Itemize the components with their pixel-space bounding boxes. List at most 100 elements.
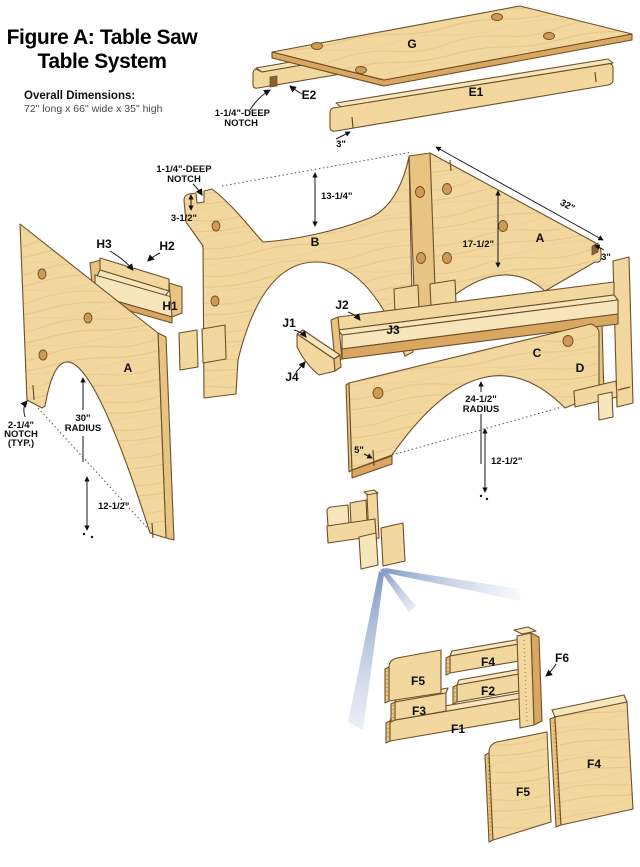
overall-dimensions-value: 72" long x 66" wide x 35" high	[24, 103, 163, 115]
dim-17-5: 17-1/2"	[463, 239, 494, 250]
label-f3: F3	[412, 704, 426, 718]
c-hole	[372, 387, 384, 399]
part-j1-j4	[293, 329, 342, 376]
dim-5: 5"	[354, 445, 364, 456]
ray	[385, 568, 521, 601]
part-f5-loose	[484, 731, 552, 843]
f4-loose-face	[554, 701, 634, 826]
j4-leader-arrow	[295, 361, 306, 373]
figure-title-line2: Table System	[37, 49, 167, 73]
g-face	[271, 5, 633, 81]
label-f2: F2	[481, 684, 495, 698]
mini-plate	[358, 532, 379, 570]
e1-front-face	[329, 63, 614, 132]
mini-plate	[380, 522, 406, 567]
part-f4-loose	[549, 694, 634, 828]
f6-top	[513, 626, 537, 635]
label-j2: J2	[335, 298, 349, 312]
alignment-dotted-line	[221, 151, 413, 187]
b-foot	[178, 329, 199, 371]
label-f5: F5	[411, 674, 425, 688]
a-left-face	[19, 223, 167, 539]
dim-dot	[479, 494, 483, 498]
note-e2-notch-l2: NOTCH	[224, 118, 258, 129]
radius-245-l1: 24-1/2"	[465, 394, 496, 405]
j2-leader-arrow	[347, 311, 361, 321]
dim-12-5-left: 12-1/2"	[98, 501, 129, 512]
e2-leader-arrow	[289, 85, 303, 95]
dim-32: 32"	[558, 197, 577, 214]
g-hole	[543, 32, 555, 40]
dim-3-a-arrow	[594, 244, 605, 251]
part-b-panel	[183, 156, 414, 399]
a-left-hole	[83, 312, 93, 324]
dim-dot	[485, 497, 489, 501]
label-d: D	[576, 361, 585, 375]
j4-front-face	[296, 333, 336, 376]
figure-title-line1: Figure A: Table Saw	[6, 26, 198, 49]
mini-f-assembly	[326, 489, 406, 570]
dim-3-a: 3"	[601, 252, 611, 263]
dim-dot	[82, 532, 86, 536]
rear-post-notch	[617, 386, 631, 391]
c-radius-chord	[391, 406, 563, 456]
part-b-feet	[178, 279, 457, 371]
h3-leader-arrow	[109, 250, 134, 271]
b-face	[183, 156, 414, 399]
dim-5-arrow	[363, 453, 373, 459]
a-right-hole	[442, 252, 452, 264]
label-f1: F1	[451, 722, 465, 736]
c-face	[348, 323, 600, 471]
label-j4: J4	[285, 370, 299, 384]
notch-214-leader	[20, 400, 28, 418]
dim-3-5: 3-1/2"	[171, 213, 197, 224]
a-right-hole	[442, 183, 452, 195]
e1-slot	[594, 71, 597, 83]
dim-13-25: 13-1/4"	[321, 191, 352, 202]
c-bottom-edge	[351, 455, 393, 479]
label-f4-loose: F4	[587, 757, 601, 771]
dim-12-5-right: 12-1/2"	[491, 456, 522, 467]
mini-block	[349, 499, 368, 524]
overall-dimensions-label: Overall Dimensions:	[24, 90, 136, 102]
projection-rays	[348, 568, 521, 730]
e1-3in-arrow	[335, 131, 351, 140]
a-left-hole	[37, 268, 47, 280]
ray	[348, 571, 384, 730]
dim-32-arrow	[435, 146, 604, 241]
e1-slot	[351, 116, 354, 129]
label-f6: F6	[555, 651, 569, 665]
f5-end	[384, 666, 390, 704]
a-left-notch-slit	[151, 522, 154, 539]
c-corner-bracket-tab	[597, 391, 614, 421]
g-hole	[311, 42, 323, 50]
f6-nails	[523, 639, 528, 723]
dim-dot	[90, 535, 94, 539]
f2-end	[452, 684, 458, 705]
radius-30-l2: RADIUS	[65, 423, 101, 434]
b-strip-hole	[415, 186, 425, 198]
note-b-notch-l1: 1-1/4"-DEEP	[156, 164, 212, 175]
a-right-hole	[498, 220, 508, 232]
mini-post-top	[363, 489, 379, 496]
a-left-notch-slit	[32, 384, 35, 401]
e2-notch-leader	[249, 89, 271, 111]
note-b-notch-l2: NOTCH	[167, 174, 201, 185]
label-j1: J1	[282, 316, 296, 330]
dimension-graphics	[188, 85, 605, 268]
label-j3: J3	[386, 323, 400, 337]
b-strip-hole	[416, 252, 426, 264]
f6-leader-arrow	[545, 663, 557, 677]
ray	[380, 568, 416, 612]
j-end-face	[333, 354, 342, 372]
label-c: C	[533, 346, 542, 360]
part-e1-rail	[329, 58, 614, 132]
note-e2-notch-l1: 1-1/4"-DEEP	[215, 108, 271, 119]
label-e2: E2	[302, 88, 317, 102]
f5-loose-face	[488, 731, 552, 841]
f4-end	[445, 655, 451, 676]
part-c-panel	[345, 323, 618, 501]
notch-214-l2: NOTCH	[4, 429, 38, 440]
